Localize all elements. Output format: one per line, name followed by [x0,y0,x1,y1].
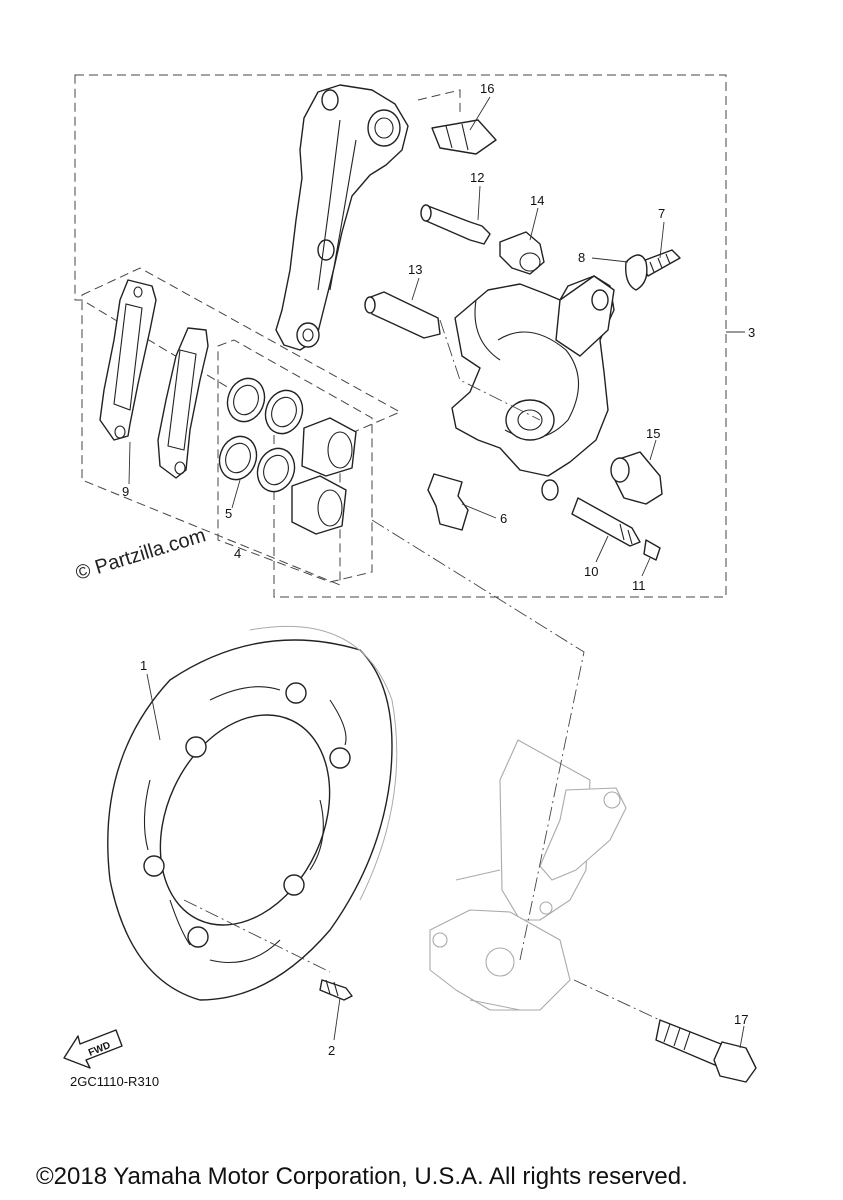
callout-16: 16 [480,81,494,96]
caliper-bracket [275,84,409,351]
copyright-footer: ©2018 Yamaha Motor Corporation, U.S.A. A… [36,1163,688,1190]
brake-pad-inner [157,327,209,479]
brake-pad-outer [99,279,157,441]
callout-10: 10 [584,564,598,579]
seal-kit-boundary [217,339,373,583]
caliper-assembly-boundary [74,74,727,598]
callout-labels: 1 2 3 4 5 6 7 8 9 10 11 12 13 14 15 16 1… [122,81,755,1058]
callout-1: 1 [140,658,147,673]
callout-12: 12 [470,170,484,185]
callout-13: 13 [408,262,422,277]
watermark-text: © Partzilla.com [73,524,208,584]
callout-6: 6 [500,511,507,526]
caliper-body [451,275,615,477]
slide-pin-13 [364,291,441,339]
callout-8: 8 [578,250,585,265]
pad-spring [417,89,497,155]
callout-3: 3 [748,325,755,340]
disc-bolt [319,979,353,1001]
callout-4: 4 [234,546,241,561]
callout-17: 17 [734,1012,748,1027]
callout-9: 9 [122,484,129,499]
callout-5: 5 [225,506,232,521]
pistons [291,417,357,535]
callout-2: 2 [328,1043,335,1058]
bushing-15 [610,451,663,505]
pad-clip [427,473,469,531]
bleed-screw [625,249,681,291]
boot-14 [499,231,545,275]
leader-lines [128,96,745,1049]
callout-7: 7 [658,206,665,221]
pad-pin [541,479,661,561]
callout-14: 14 [530,193,544,208]
fork-leg-ghost [429,739,627,1011]
caliper-bolt [655,1019,757,1083]
fwd-arrow-icon: FWD [63,1029,123,1069]
callout-15: 15 [646,426,660,441]
piston-seals [218,377,304,493]
slide-pin-12 [420,204,491,245]
brake-disc [107,625,398,1001]
diagram-code: 2GC1110-R310 [70,1074,159,1089]
callout-11: 11 [632,578,646,593]
